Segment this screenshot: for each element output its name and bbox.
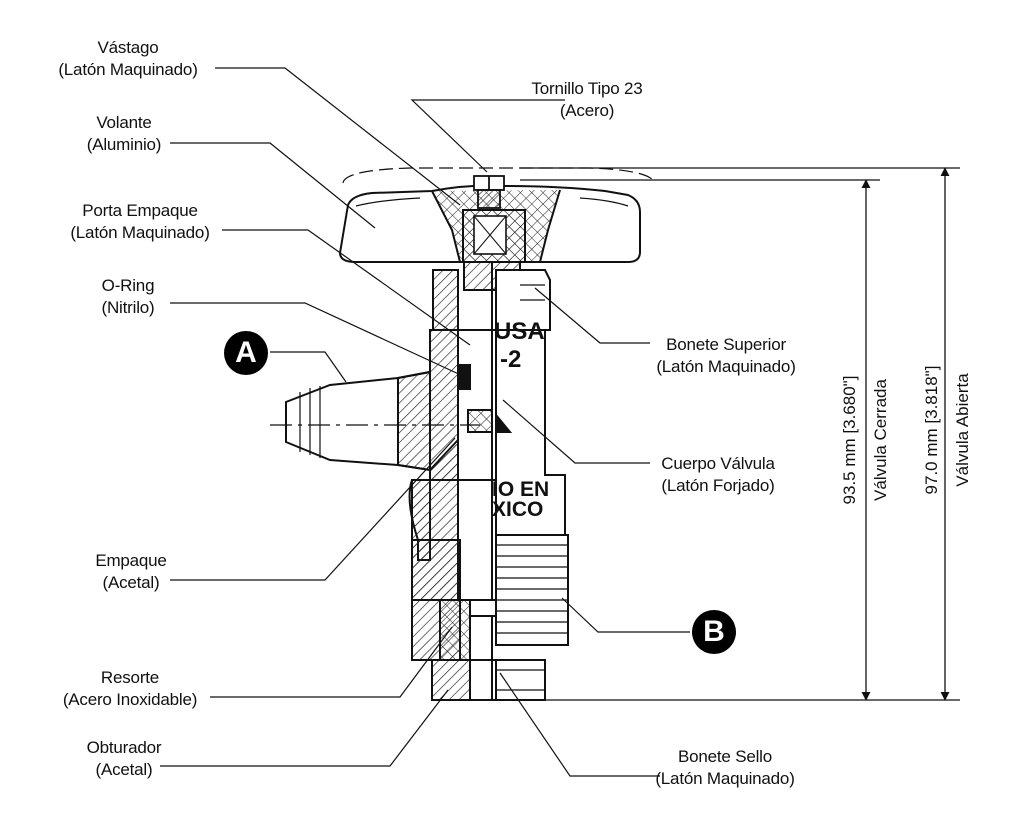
label-obturador-name: Obturador bbox=[86, 738, 162, 757]
dim-closed-value: 93.5 mm [3.680"] bbox=[840, 375, 859, 505]
label-oring: O-Ring (Nitrilo) bbox=[102, 275, 155, 319]
label-empaque-name: Empaque bbox=[95, 551, 167, 570]
label-bonete-sello: Bonete Sello (Latón Maquinado) bbox=[655, 746, 795, 790]
label-porta-name: Porta Empaque bbox=[82, 201, 198, 220]
callout-b: B bbox=[692, 610, 736, 654]
label-volante-material: (Aluminio) bbox=[86, 135, 162, 154]
callout-a: A bbox=[224, 331, 268, 375]
label-bonete-sello-name: Bonete Sello bbox=[677, 747, 772, 766]
label-tornillo-material: (Acero) bbox=[559, 101, 615, 120]
handwheel bbox=[338, 167, 656, 263]
label-oring-material: (Nitrilo) bbox=[101, 298, 155, 317]
body-stamp-line1: USA bbox=[494, 318, 545, 345]
label-porta-empaque: Porta Empaque (Latón Maquinado) bbox=[70, 200, 210, 244]
label-oring-name: O-Ring bbox=[101, 276, 155, 295]
label-empaque: Empaque (Acetal) bbox=[95, 550, 167, 594]
leader-lines bbox=[160, 67, 690, 777]
dim-closed-label: Válvula Cerrada bbox=[871, 379, 890, 501]
label-obturador-material: (Acetal) bbox=[95, 760, 153, 779]
label-resorte: Resorte (Acero Inoxidable) bbox=[62, 667, 198, 711]
label-tornillo-name: Tornillo Tipo 23 bbox=[531, 79, 643, 98]
label-cuerpo-valvula: Cuerpo Válvula (Latón Forjado) bbox=[661, 453, 775, 497]
label-resorte-name: Resorte bbox=[100, 668, 160, 687]
label-volante: Volante (Aluminio) bbox=[87, 112, 162, 156]
body-stamp-line2: -2 bbox=[500, 346, 522, 373]
dim-open-label: Válvula Abierta bbox=[953, 373, 972, 487]
body-stamp-line3: IO EN bbox=[492, 478, 550, 501]
valve-body bbox=[408, 261, 569, 701]
label-vastago: Vástago (Latón Maquinado) bbox=[58, 37, 198, 81]
label-bonete-sup-name: Bonete Superior bbox=[666, 335, 786, 354]
label-vastago-name: Vástago bbox=[97, 38, 159, 57]
label-bonete-sello-material: (Latón Maquinado) bbox=[655, 769, 795, 788]
label-cuerpo-name: Cuerpo Válvula bbox=[661, 454, 775, 473]
inlet-fitting bbox=[270, 370, 480, 481]
label-empaque-material: (Acetal) bbox=[102, 573, 160, 592]
label-volante-name: Volante bbox=[96, 113, 152, 132]
label-obturador: Obturador (Acetal) bbox=[87, 737, 162, 781]
label-cuerpo-material: (Latón Forjado) bbox=[661, 476, 775, 495]
label-porta-material: (Latón Maquinado) bbox=[70, 223, 210, 242]
label-vastago-material: (Latón Maquinado) bbox=[58, 60, 198, 79]
label-bonete-superior: Bonete Superior (Latón Maquinado) bbox=[656, 334, 796, 378]
dimension-lines bbox=[520, 167, 960, 701]
dim-open-value: 97.0 mm [3.818"] bbox=[922, 365, 941, 495]
label-bonete-sup-material: (Latón Maquinado) bbox=[656, 357, 796, 376]
label-resorte-material: (Acero Inoxidable) bbox=[62, 690, 198, 709]
label-tornillo: Tornillo Tipo 23 (Acero) bbox=[531, 78, 642, 122]
screw bbox=[473, 175, 505, 209]
body-stamp-line4: XICO bbox=[492, 498, 544, 521]
